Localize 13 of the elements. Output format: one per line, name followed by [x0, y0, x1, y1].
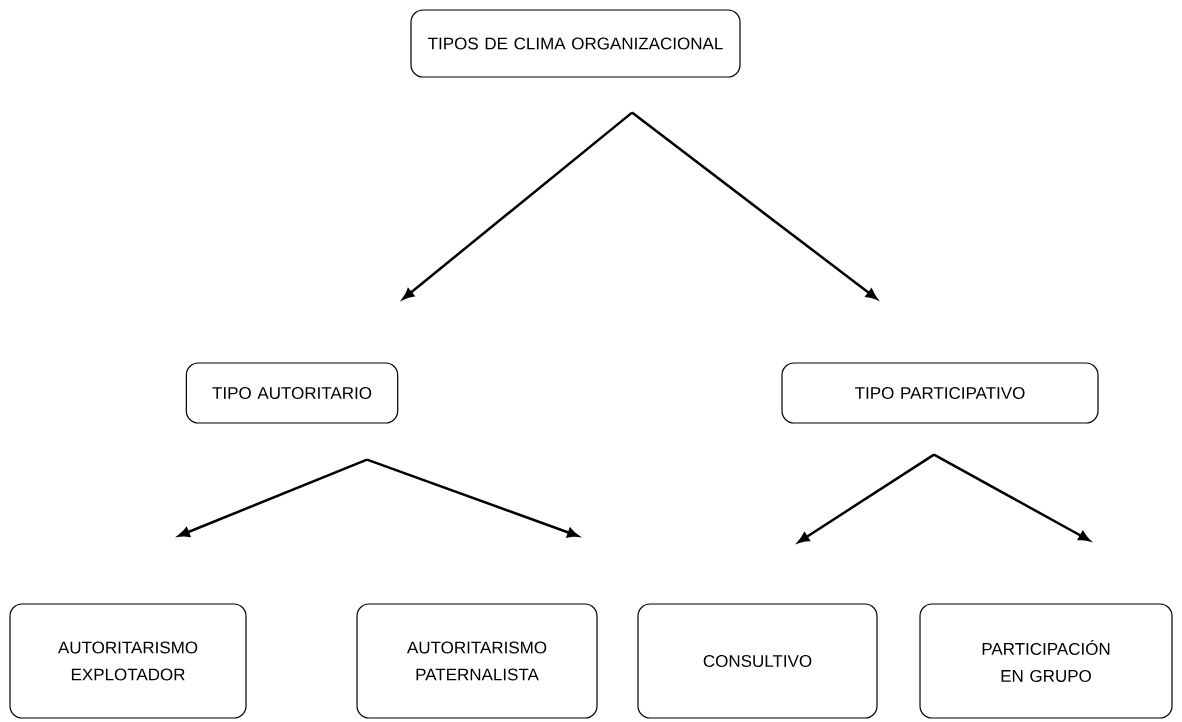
process-box: CONSULTIVO: [637, 603, 878, 719]
process-box: TIPO AUTORITARIO: [185, 362, 399, 424]
process-box: PARTICIPACIÓN EN GRUPO: [919, 603, 1173, 719]
arrow: [402, 111, 633, 300]
process-box: TIPOS DE CLIMA ORGANIZACIONAL: [410, 9, 741, 78]
arrow: [631, 111, 878, 300]
process-box: AUTORITARISMO EXPLOTADOR: [9, 603, 247, 719]
arrow: [366, 458, 579, 538]
arrow: [178, 458, 368, 537]
process-box: AUTORITARISMO PATERNALISTA: [356, 603, 598, 719]
arrow: [933, 453, 1090, 542]
process-box: TIPO PARTICIPATIVO: [781, 362, 1099, 424]
arrow: [797, 453, 935, 543]
